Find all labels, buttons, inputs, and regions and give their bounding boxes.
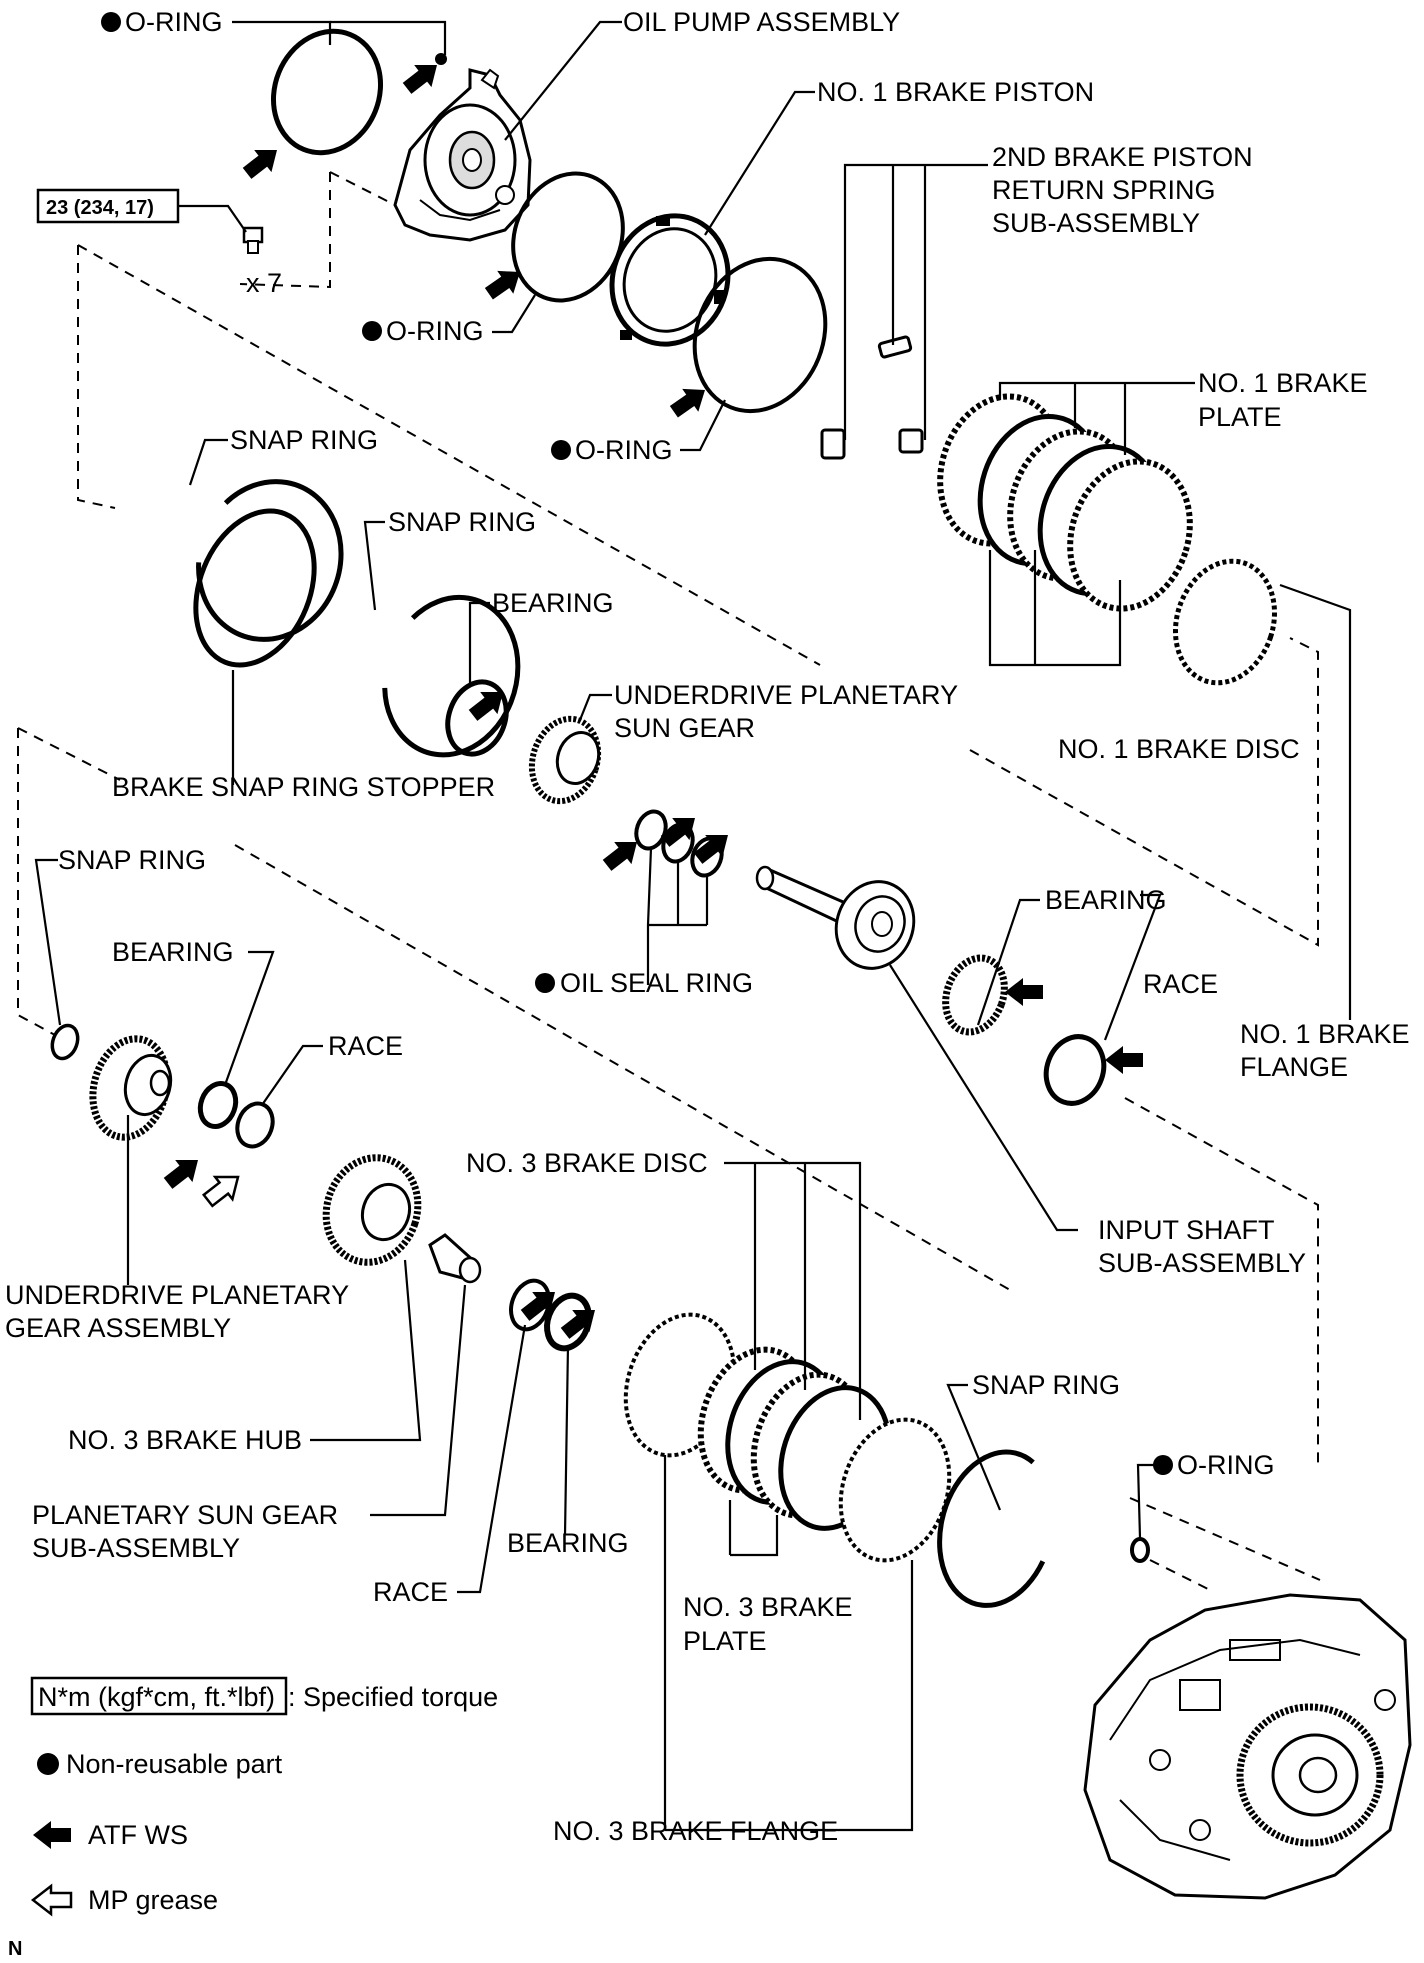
no1-brake-plate-disc-stack [937,393,1193,612]
label-return-spring-l1: 2ND BRAKE PISTON [992,142,1253,172]
label-race-1: RACE [1143,969,1218,999]
label-no3-brake-flange: NO. 3 BRAKE FLANGE [553,1816,838,1846]
mp-grease-arrow [198,1164,248,1213]
o-ring-small-dot [435,53,447,65]
no1-brake-piston [609,213,731,347]
label-underdrive-sun-gear-l2: SUN GEAR [614,713,755,743]
snap-ring-1 [196,479,344,642]
oil-pump-assembly [393,68,532,242]
brake-snap-ring-stopper [193,508,317,668]
legend-non-reusable-mark [37,1753,59,1775]
legend-atf-arrow [33,1821,71,1849]
label-underdrive-sun-gear-l1: UNDERDRIVE PLANETARY [614,680,958,710]
label-o-ring-top: O-RING [125,7,223,37]
no1-brake-flange [1172,558,1278,686]
atf-arrow-1 [238,138,286,185]
non-reusable-mark-4 [535,973,555,993]
atf-arrow-3 [480,260,529,306]
legend: N*m (kgf*cm, ft.*lbf) : Specified torque… [30,1676,498,1916]
label-input-shaft-l1: INPUT SHAFT [1098,1215,1275,1245]
legend-mp-arrow [31,1884,73,1916]
label-planetary-sun-gear-l1: PLANETARY SUN GEAR [32,1500,338,1530]
non-reusable-mark-3 [551,440,571,460]
label-race-3: RACE [373,1577,448,1607]
label-no1-brake-flange-l1: NO. 1 BRAKE [1240,1019,1410,1049]
label-underdrive-gear-l1: UNDERDRIVE PLANETARY [5,1280,349,1310]
underdrive-planetary-gear-assembly [89,1035,173,1141]
legend-torque-box-text: N*m (kgf*cm, ft.*lbf) [38,1682,275,1712]
bearing-4 [544,1292,592,1352]
torque-box [36,188,180,224]
label-no1-brake-piston: NO. 1 BRAKE PISTON [817,77,1094,107]
atf-arrow-11 [159,1148,207,1195]
bearing-1 [445,679,509,757]
label-planetary-sun-gear-l2: SUB-ASSEMBLY [32,1533,240,1563]
label-bearing-1: BEARING [492,588,614,618]
legend-non-reusable-text: Non-reusable part [66,1749,283,1779]
snap-ring-2 [382,594,521,758]
label-snap-ring-4: SNAP RING [972,1370,1120,1400]
non-reusable-mark-1 [101,12,121,32]
legend-atf-text: ATF WS [88,1820,188,1850]
race-3 [509,1278,551,1332]
label-no1-brake-flange-l2: FLANGE [1240,1052,1348,1082]
no3-brake-plate-disc-stack [623,1312,952,1563]
bearing-3 [197,1081,239,1129]
label-oil-seal-ring: OIL SEAL RING [560,968,753,998]
label-oil-pump-assembly: OIL PUMP ASSEMBLY [623,7,900,37]
label-o-ring-lower: O-RING [575,435,673,465]
underdrive-planetary-sun-gear [528,715,602,805]
assembly-guide-lines [17,171,1321,1591]
bearing-2 [942,954,1008,1036]
race-2 [235,1101,275,1149]
label-torque-value: 23 (234, 17) [46,197,154,219]
label-return-spring-l2: RETURN SPRING [992,175,1216,205]
bolt [242,226,264,254]
label-no3-brake-plate-l2: PLATE [683,1626,767,1656]
label-o-ring-case: O-RING [1177,1450,1275,1480]
label-bearing-3: BEARING [112,937,234,967]
legend-torque-text: : Specified torque [288,1682,498,1712]
legend-torque-box [30,1676,288,1716]
atf-arrow-9 [1005,978,1043,1006]
label-snap-ring-3: SNAP RING [58,845,206,875]
label-underdrive-gear-l2: GEAR ASSEMBLY [5,1313,231,1343]
label-race-2: RACE [328,1031,403,1061]
transaxle-case [1083,1593,1412,1900]
label-bearing-4: BEARING [507,1528,629,1558]
label-snap-ring-1: SNAP RING [230,425,378,455]
label-bolt-count: x 7 [246,268,282,298]
input-shaft-sub-assembly [755,865,916,970]
o-ring-lower [692,256,828,414]
label-corner-mark: N [8,1938,22,1960]
atf-arrow-10 [1105,1046,1143,1074]
no3-brake-hub [322,1154,422,1266]
non-reusable-mark-2 [362,321,382,341]
labels: O-RING OIL PUMP ASSEMBLY NO. 1 BRAKE PIS… [5,7,1410,1960]
non-reusable-mark-5 [1153,1455,1173,1475]
planetary-sun-gear-sub-assembly [428,1233,482,1284]
label-o-ring-mid: O-RING [386,316,484,346]
race-1 [1043,1034,1107,1106]
snap-ring-4 [937,1449,1046,1608]
label-no3-brake-disc: NO. 3 BRAKE DISC [466,1148,708,1178]
label-brake-snap-ring-stopper: BRAKE SNAP RING STOPPER [112,772,495,802]
snap-ring-3 [50,1023,80,1061]
leader-lines [34,20,1352,1832]
label-no1-brake-disc: NO. 1 BRAKE DISC [1058,734,1300,764]
return-spring-pieces [820,335,924,460]
label-no1-brake-plate-l2: PLATE [1198,402,1282,432]
label-no1-brake-plate-l1: NO. 1 BRAKE [1198,368,1368,398]
o-ring-top [270,28,384,156]
label-return-spring-l3: SUB-ASSEMBLY [992,208,1200,238]
label-no3-brake-plate-l1: NO. 3 BRAKE [683,1592,853,1622]
o-ring-case [1130,1537,1150,1563]
label-no3-brake-hub: NO. 3 BRAKE HUB [68,1425,302,1455]
label-bearing-2: BEARING [1045,885,1167,915]
legend-mp-text: MP grease [88,1885,218,1915]
label-input-shaft-l2: SUB-ASSEMBLY [1098,1248,1306,1278]
label-snap-ring-2: SNAP RING [388,507,536,537]
